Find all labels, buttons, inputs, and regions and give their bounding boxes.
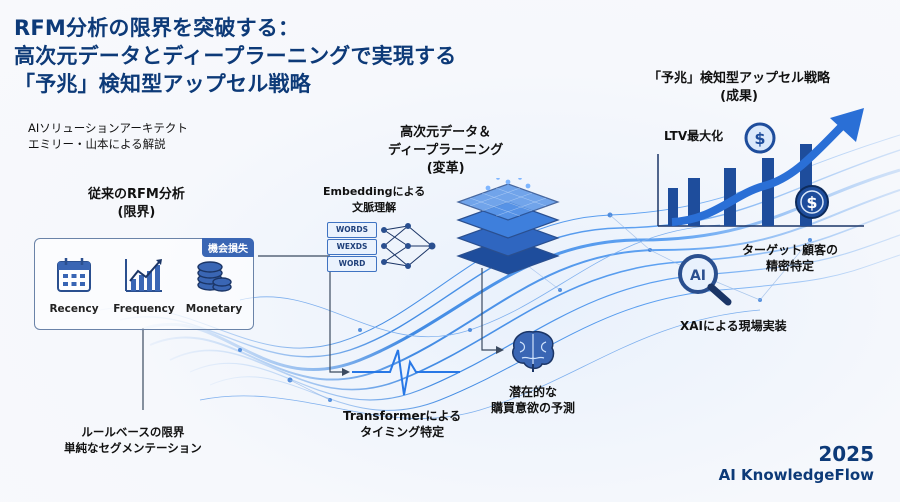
footer-year: 2025 [818,442,874,466]
latent-intent-label: 潜在的な 購買意欲の予測 [491,385,576,415]
brain-icon [512,330,555,372]
target-customer-label: ターゲット顧客の 精密特定 [742,243,839,273]
author-credit: AIソリューションアーキテクト エミリー・山本による解説 [28,120,188,152]
author-role: AIソリューションアーキテクト [28,121,188,135]
rfm-monetary: Monetary [179,255,249,315]
outcome-heading: 「予兆」検知型アップセル戦略 (成果) [648,71,831,104]
ai-icon-text: AI [690,268,706,284]
title-line-3: 「予兆」検知型アップセル戦略 [14,72,311,96]
opportunity-loss-badge: 機会損失 [202,238,254,257]
ai-magnifier-icon: AI [678,254,732,306]
title-line-2: 高次元データとディープラーニングで実現する [14,44,457,68]
growth-chart-icon [125,259,162,292]
growth-arrow-chart: $ $ [657,108,864,227]
pulse-waveform [352,349,460,396]
rfm-frequency: Frequency [109,255,179,315]
author-name: エミリー・山本による解説 [28,137,166,151]
footer-brand: AI KnowledgeFlow [718,466,874,484]
rfm-panel: 機会損失 Recency Frequency [34,238,254,330]
embedding-label: Embeddingによる 文脈理解 [323,185,426,214]
dollar-coin-large-icon: $ [795,185,829,219]
dollar-coin-icon: $ [744,122,776,154]
layered-data-stack-icon [456,178,560,275]
transform-heading: 高次元データ＆ ディープラーニング (変革) [388,125,504,176]
calendar-icon [57,258,91,292]
transformer-label: Transformerによる タイミング特定 [343,409,462,439]
word-token-3: WORD [327,256,377,272]
word-token-2: WEXDS [327,239,377,255]
rfm-recency: Recency [39,255,109,315]
xai-label: XAIによる現場実装 [680,319,787,333]
ltv-label: LTV最大化 [664,129,724,143]
word-token-1: WORDS [327,222,377,238]
title-line-1: RFM分析の限界を突破する： [14,16,300,40]
page-title: RFM分析の限界を突破する： 高次元データとディープラーニングで実現する 「予兆… [14,14,456,98]
svg-text:$: $ [754,129,765,148]
svg-text:$: $ [806,193,817,212]
legacy-heading: 従来のRFM分析 (限界) [88,187,185,220]
coin-stack-icon [197,261,232,292]
neural-network-icon [381,223,436,269]
rule-based-limit: ルールベースの限界 単純なセグメンテーション [64,425,202,455]
